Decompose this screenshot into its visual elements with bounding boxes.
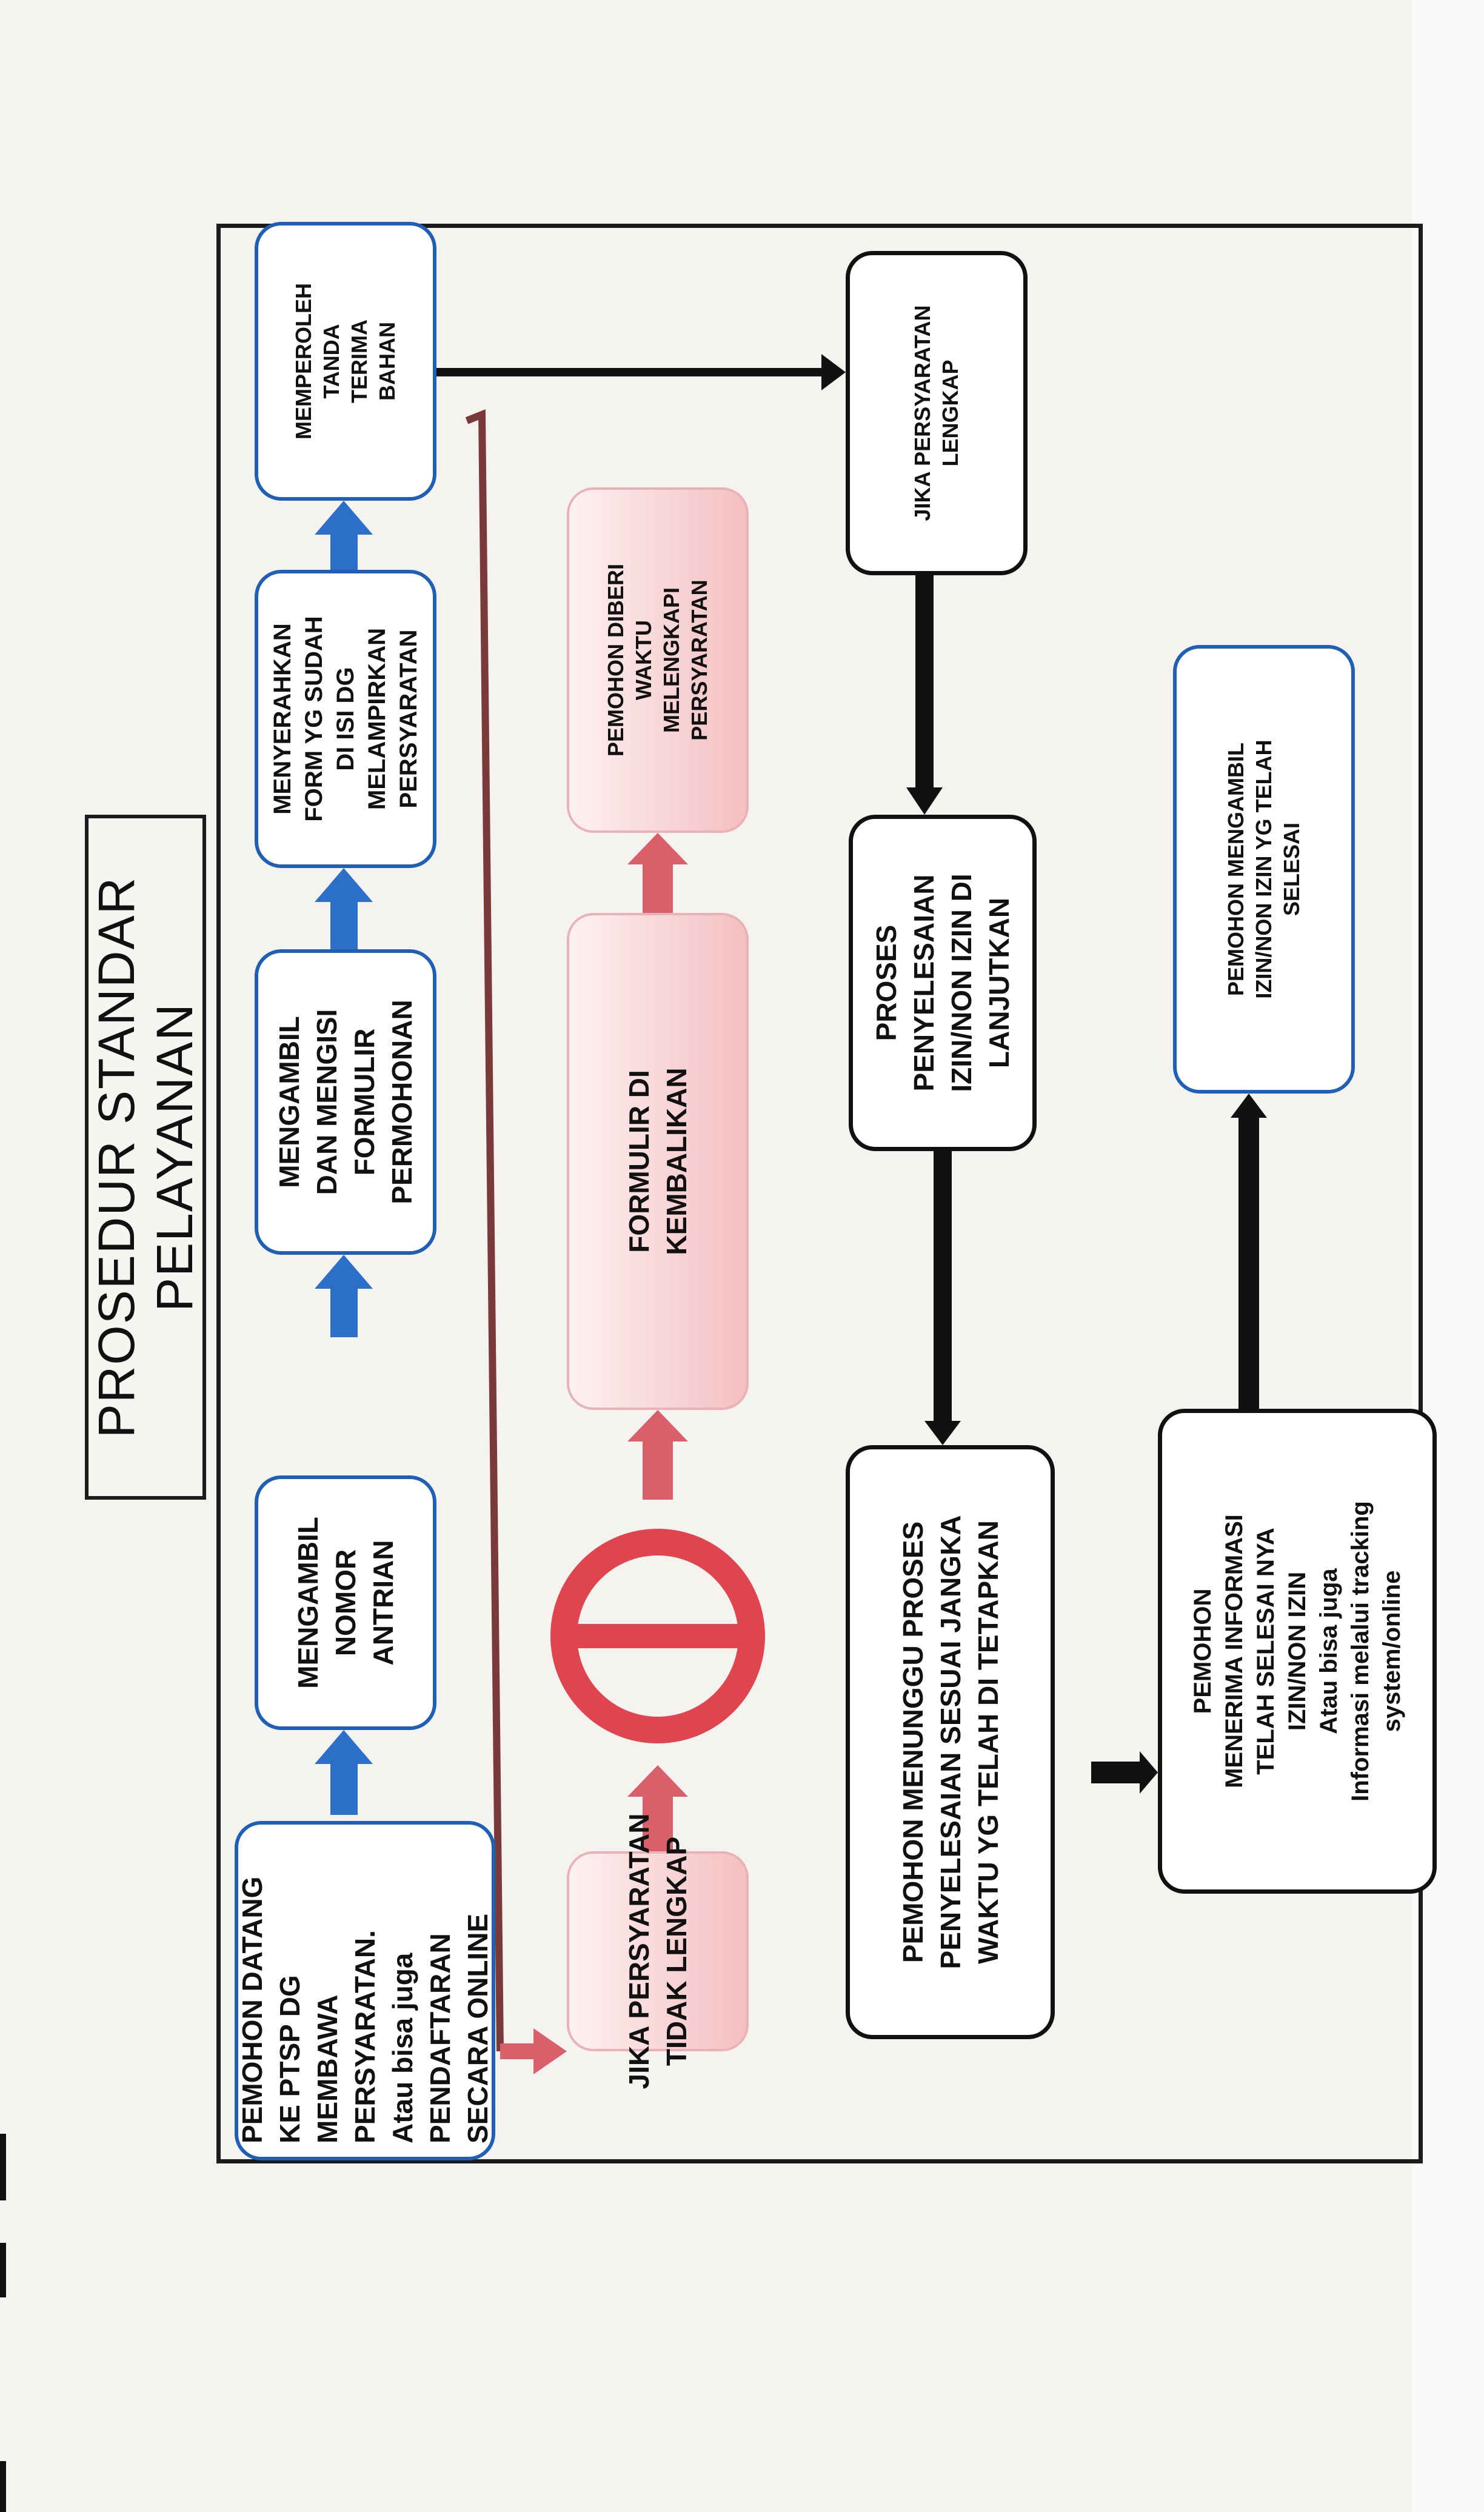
node-tanda-terima: MEMPEROLEH TANDA TERIMA BAHAN [255,222,436,501]
black-arrow-down-1-head [906,787,943,815]
return-line-head [533,2028,567,2074]
blue-arrow-3 [315,868,373,949]
node-menerima-info: PEMOHON MENERIMA INFORMASI TELAH SELESAI… [1158,1409,1437,1894]
node-lengkap: JIKA PERSYARATAN LENGKAP [846,251,1028,575]
black-arrow-up-head [1231,1094,1267,1118]
node-isi-formulir: MENGAMBIL DAN MENGISI FORMULIR PERMOHONA… [255,949,436,1255]
node-pemohon-datang: PEMOHON DATANG KE PTSP DG MEMBAWA PERSYA… [235,1821,495,2160]
blue-arrow-2 [315,1255,373,1337]
node-formulir-kembali: FORMULIR DI KEMBALIKAN [567,913,749,1410]
blue-arrow-1 [315,1730,373,1815]
black-arrow-down-2-head [924,1421,961,1445]
scan-mark [0,2461,6,2512]
node-tidak-lengkap: JIKA PERSYARATAN TIDAK LENGKAP [567,1814,749,2089]
red-arrow-3 [627,833,688,913]
scan-mark [0,2243,6,2297]
blue-arrow-4 [315,501,373,570]
red-arrow-1 [627,1765,688,1851]
node-mengambil-izin: PEMOHON MENGAMBIL IZIN/NON IZIN YG TELAH… [1173,645,1355,1094]
scan-mark [0,2134,6,2200]
node-menunggu: PEMOHON MENUNGGU PROSES PENYELESAIAN SES… [846,1445,1055,2039]
return-line [465,409,504,2052]
red-arrow-2 [627,1410,688,1500]
black-arrow-right-head [1140,1751,1158,1794]
node-ambil-antrian: MENGAMBIL NOMOR ANTRIAN [255,1475,436,1730]
page-edge [1412,0,1484,2512]
node-diberi-waktu: PEMOHON DIBERI WAKTU MELENGKAPI PERSYARA… [567,487,749,833]
black-arrow-top-head [821,354,846,390]
node-proses-lanjut: PROSES PENYELESAIAN IZIN/NON IZIN DI LAN… [849,815,1037,1151]
node-serahkan-form: MENYERAHKAN FORM YG SUDAH DI ISI DG MELA… [255,570,436,868]
no-entry-symbol-icon [550,1529,765,1743]
